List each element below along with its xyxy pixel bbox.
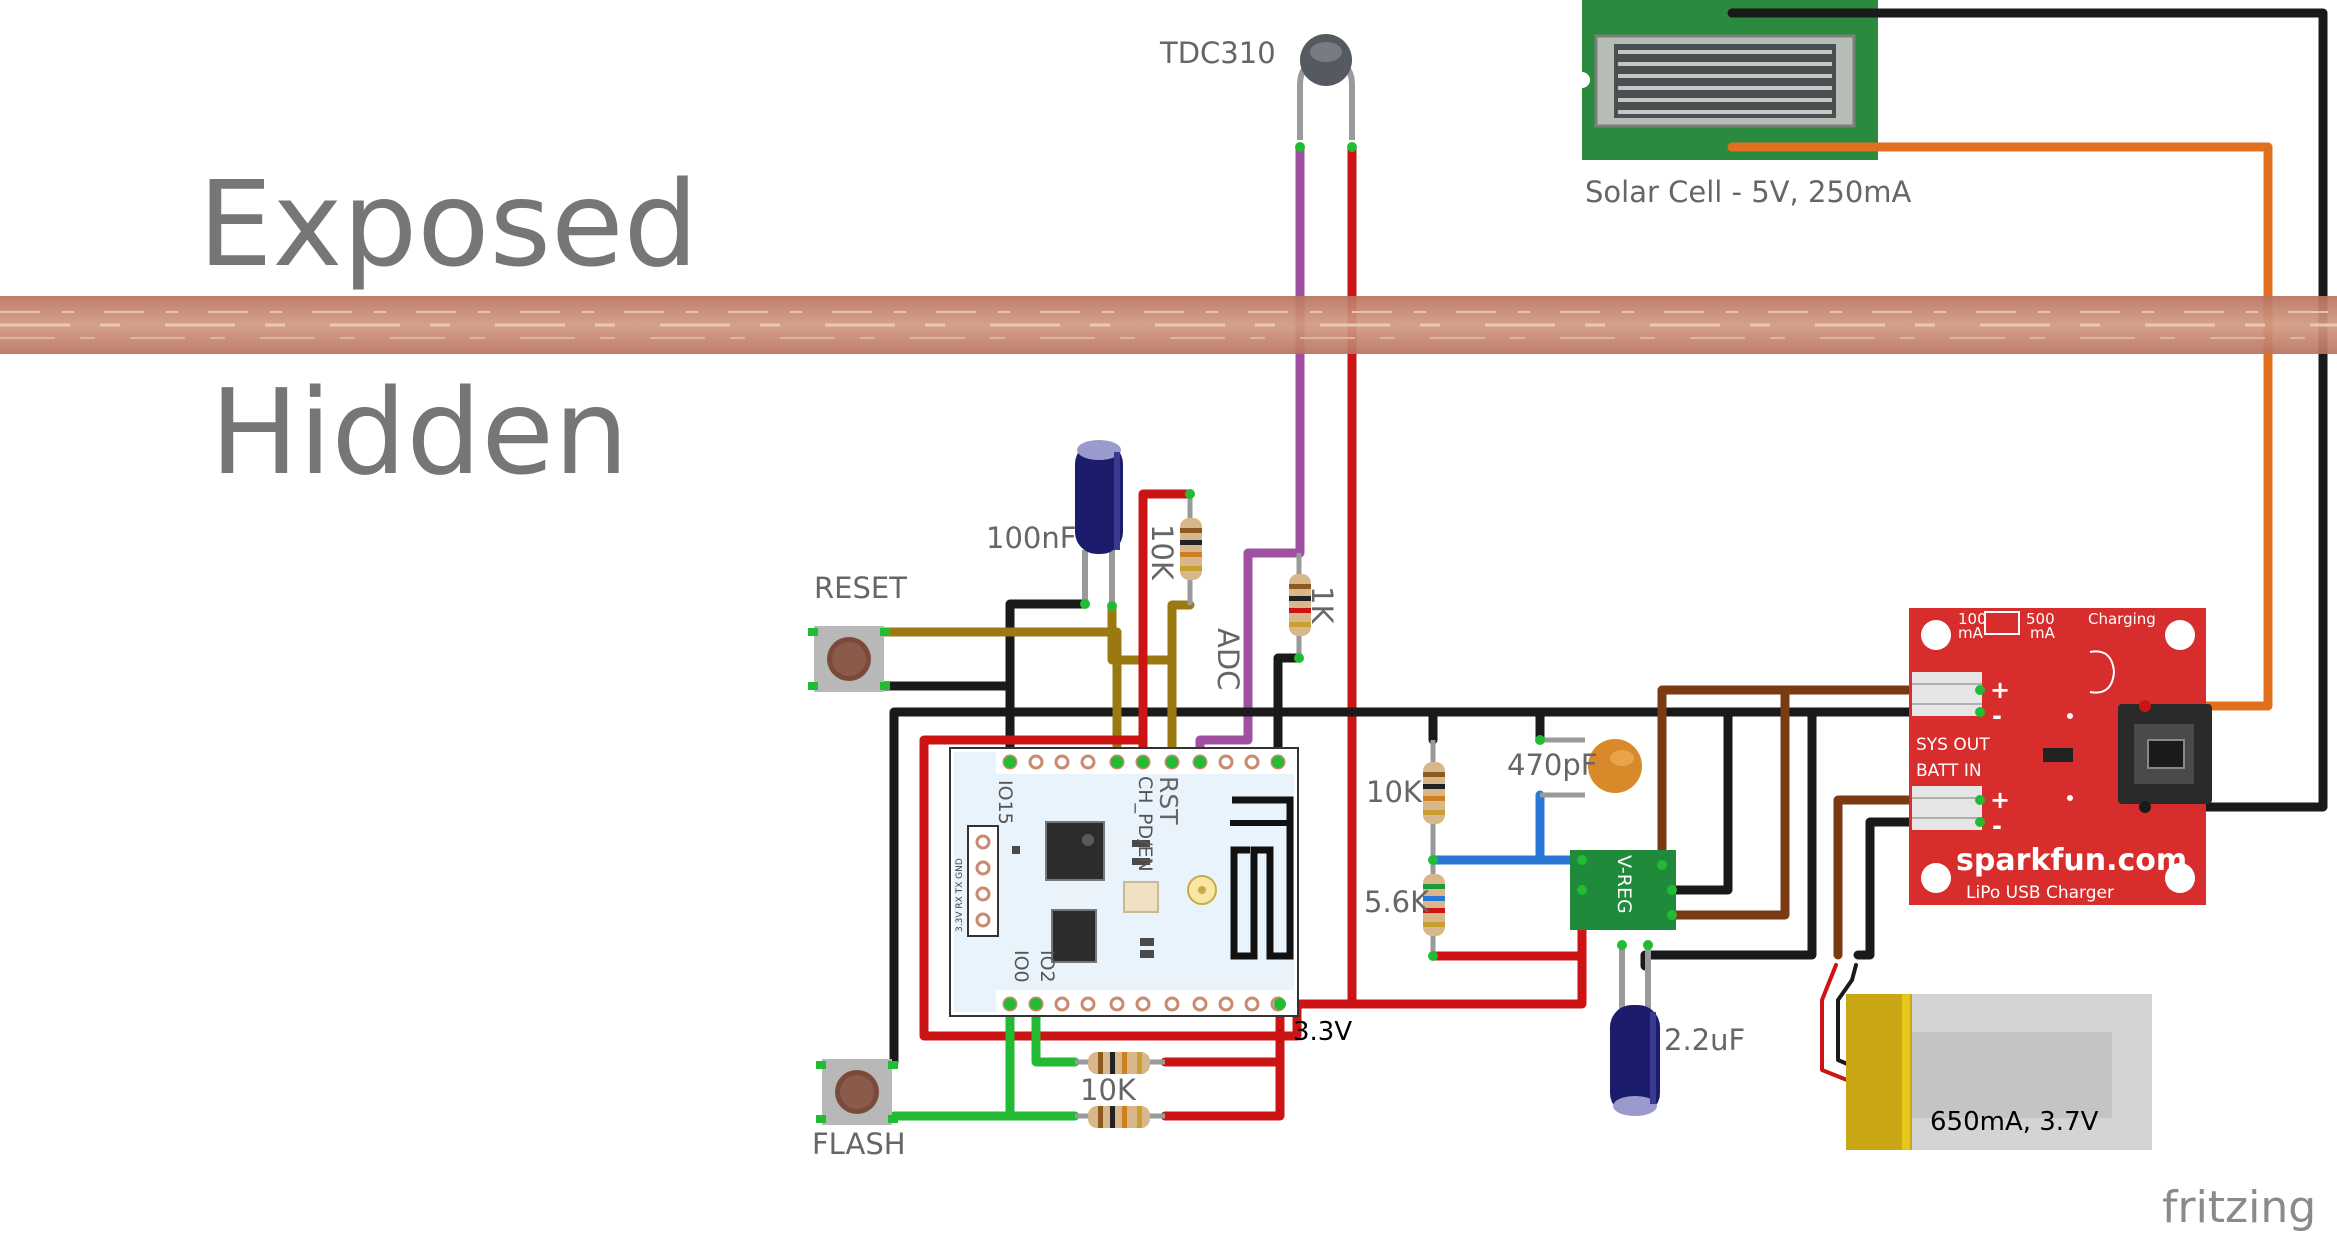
cap-470pf-label: 470pF [1507, 748, 1597, 782]
esp-module [949, 747, 1299, 1017]
charger-100-label: 100 [1958, 610, 1987, 628]
esp-chpd-label: CH_PD/EN [1134, 776, 1156, 872]
wire-tdc-purple [1195, 142, 1305, 767]
hidden-heading: Hidden [210, 363, 629, 501]
exposed-hidden-band [0, 296, 2337, 354]
esp-io2-label: IO2 [1036, 950, 1058, 983]
voltage-regulator [1570, 850, 1677, 930]
wire-brown-a [1657, 685, 1985, 870]
wire-bottom-red-b [1160, 1057, 1285, 1121]
thermistor-tdc310 [1295, 34, 1357, 152]
cap-2-2uf-label: 2.2uF [1664, 1023, 1745, 1057]
capacitor-470pf [1535, 735, 1642, 798]
charger-plus-top: + [1990, 676, 2010, 704]
vreg-label: V-REG [1613, 855, 1635, 914]
charger-minus-bottom: - [1992, 812, 2002, 840]
reset-button [808, 626, 890, 692]
lipo-battery [1846, 994, 2152, 1150]
res-10k-mid-label: 10K [1366, 775, 1423, 809]
wire-reset-olive [875, 627, 1122, 767]
res-1k-label: 1K [1305, 586, 1339, 624]
charger-brand: sparkfun.com [1956, 843, 2187, 878]
adc-label: ADC [1211, 628, 1245, 690]
esp-io15-label: IO15 [994, 780, 1016, 825]
charger-name: LiPo USB Charger [1966, 883, 2114, 903]
reset-label: RESET [814, 571, 907, 605]
wire-brown-b [1667, 685, 1790, 920]
wire-33v-loop [919, 735, 1302, 1041]
charger-batt-in-label: BATT IN [1916, 761, 1982, 781]
exposed-heading: Exposed [198, 155, 698, 293]
wire-cap-black [1005, 599, 1090, 767]
charger-plus-bottom: + [1990, 786, 2010, 814]
esp-connection-dots [1004, 756, 1286, 1010]
res-5-6k-label: 5.6K [1364, 885, 1430, 919]
resistor-1k [1289, 553, 1311, 663]
battery-label: 650mA, 3.7V [1930, 1107, 2099, 1137]
lipo-usb-charger [1909, 608, 2212, 905]
charger-ma-label-b: mA [2030, 624, 2056, 642]
capacitor-100nf [1075, 440, 1123, 611]
resistor-10k-bottom-a [1075, 1052, 1165, 1074]
flash-button [816, 1059, 898, 1125]
capacitor-2-2uf [1610, 940, 1660, 1116]
charger-500-label: 500 [2026, 610, 2055, 628]
wire-gnd-bus [889, 707, 1985, 1067]
esp-prog-pins-label: 3.3V RX TX GND [955, 858, 965, 932]
esp-io0-label: IO0 [1010, 950, 1032, 983]
wire-bat-black [1836, 963, 1858, 1068]
wire-solar-black [1727, 8, 2328, 812]
cap-100nf-label: 100nF [986, 521, 1076, 555]
res-10k-top-label: 10K [1145, 524, 1179, 581]
wire-io2-green [1031, 999, 1080, 1067]
charger-ma-label-a: mA [1958, 624, 1984, 642]
flash-label: FLASH [812, 1127, 906, 1161]
wire-io0-green [889, 999, 1015, 1121]
wire-10k-olive [1167, 600, 1195, 665]
charger-charging-label: Charging [2088, 610, 2156, 628]
v33-label: 3.3V [1293, 1017, 1352, 1047]
fritzing-watermark: fritzing [2162, 1182, 2316, 1233]
resistor-10k-bottom-b [1075, 1106, 1165, 1128]
charger-sys-out-label: SYS OUT [1916, 735, 1990, 755]
resistor-10k-top [1180, 489, 1202, 605]
esp-antenna [1230, 796, 1294, 960]
resistor-10k-mid [1423, 740, 1445, 860]
solar-cell-label: Solar Cell - 5V, 250mA [1585, 175, 1912, 209]
wire-bat-red [1820, 963, 1854, 1084]
res-10k-bottom-label: 10K [1080, 1073, 1137, 1107]
solar-cell [1574, 0, 1878, 160]
resistor-5-6k [1423, 855, 1445, 961]
charger-minus-top: - [1992, 702, 2002, 730]
esp-rst-label: RST [1154, 776, 1183, 825]
tdc310-label: TDC310 [1159, 36, 1276, 70]
wire-10k-red [1138, 489, 1195, 767]
wire-gnd-vreg [1667, 707, 1733, 895]
